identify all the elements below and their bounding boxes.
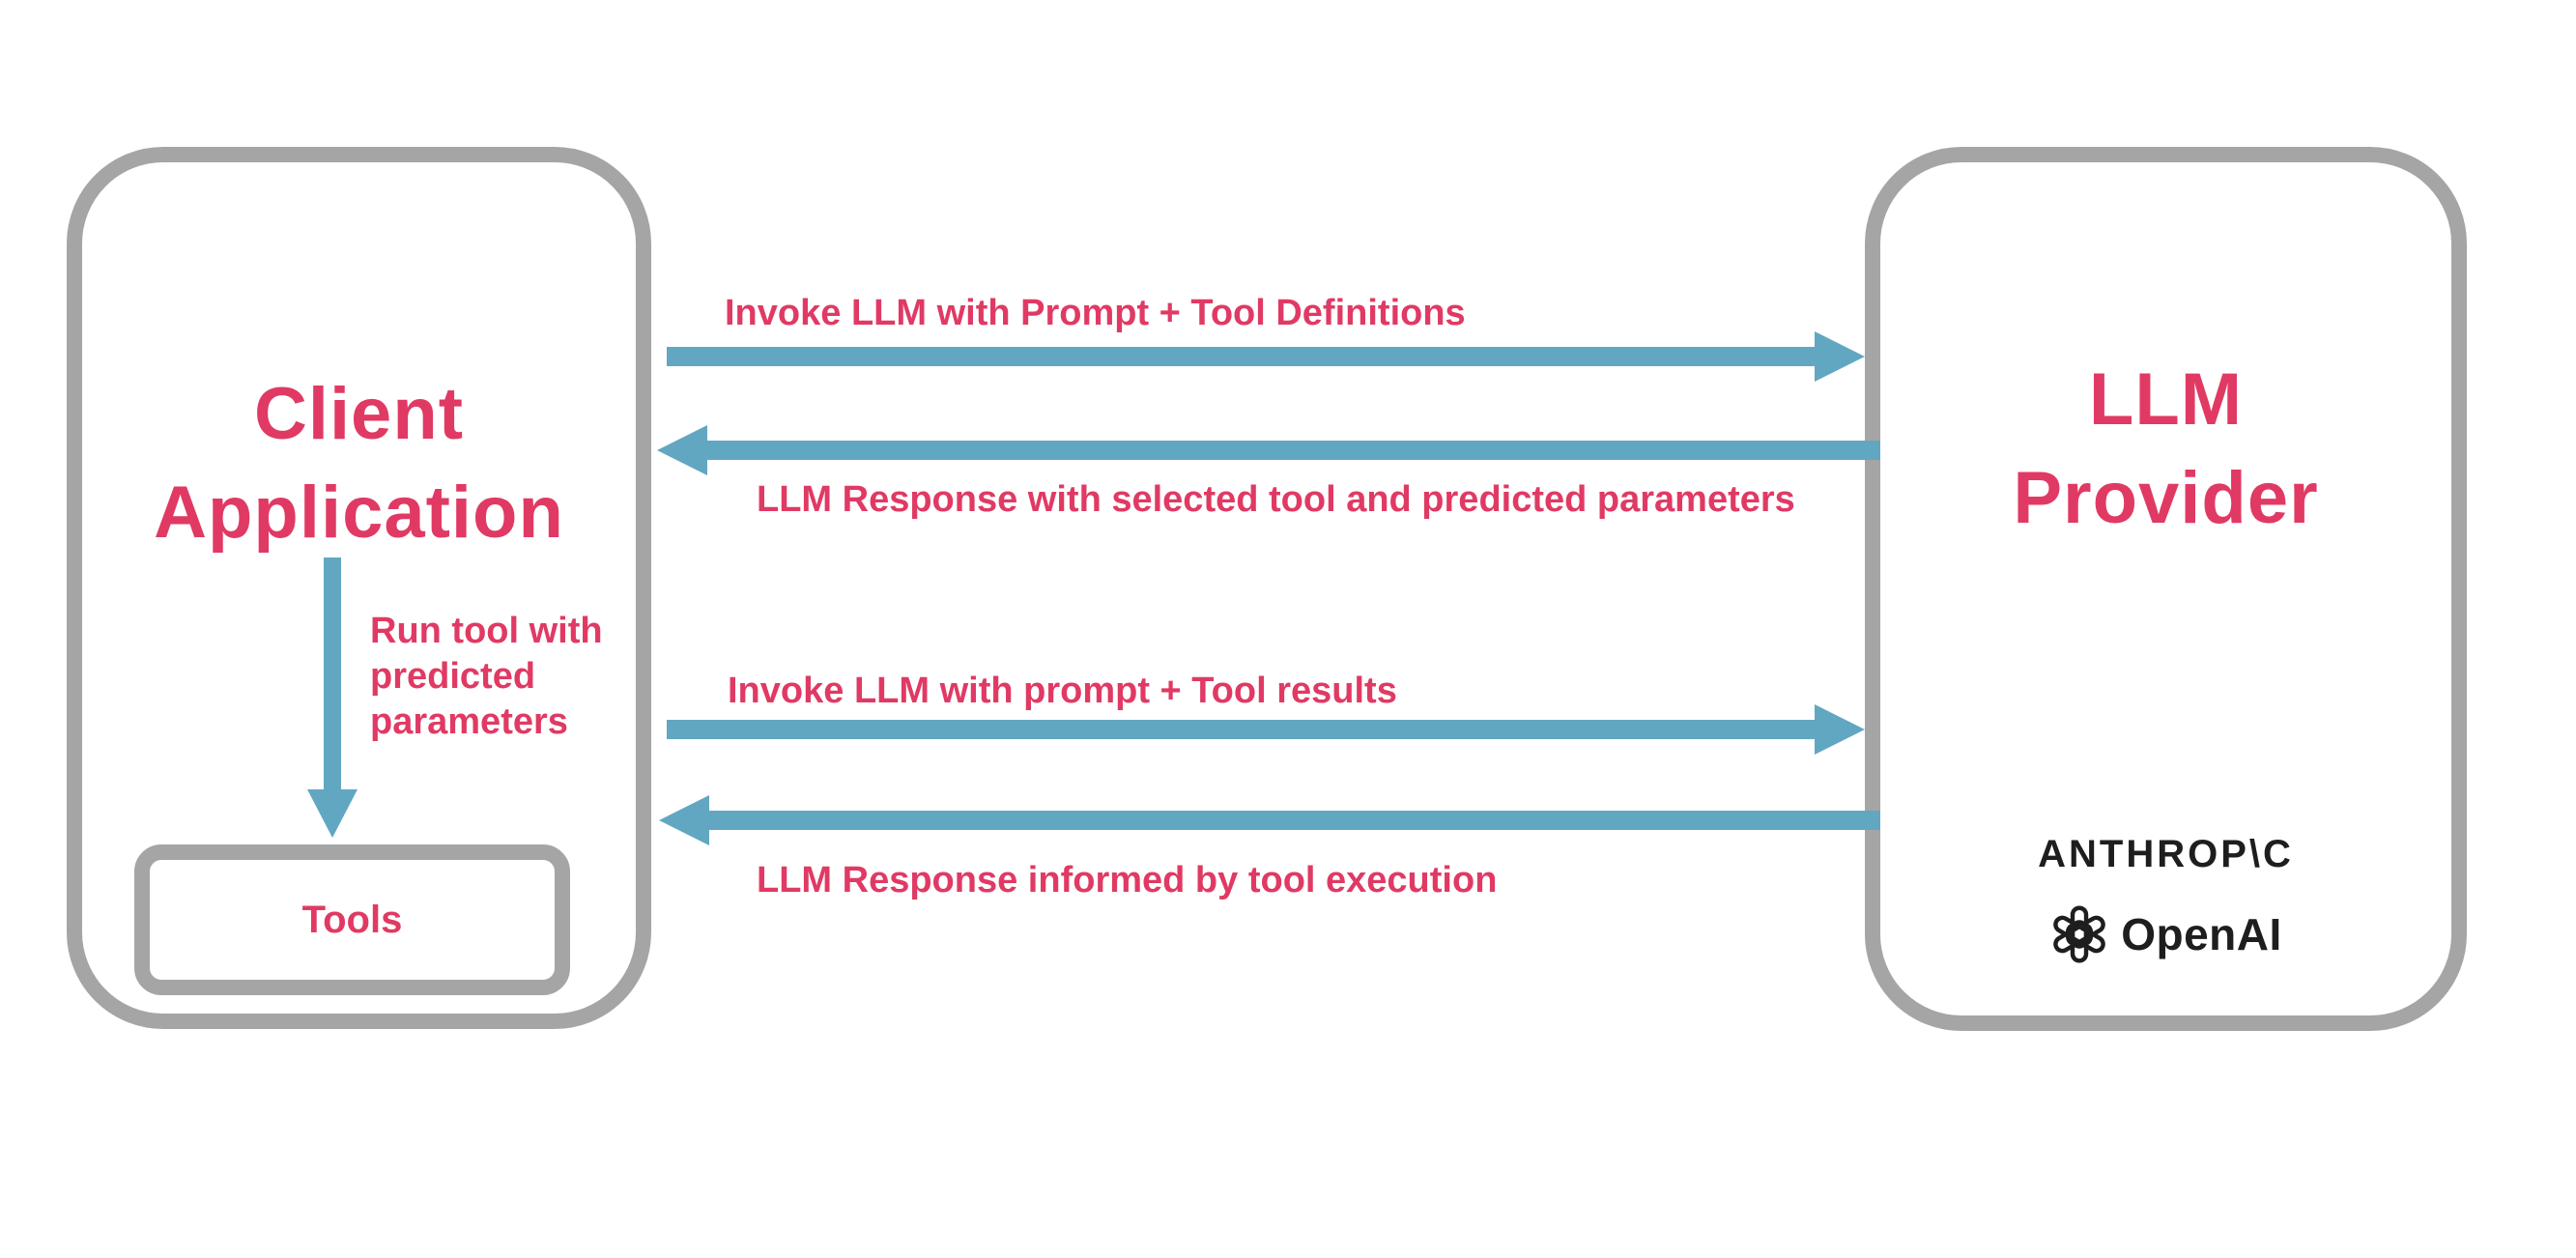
internal-arrow-shaft (324, 558, 341, 789)
openai-logo: OpenAI (1865, 904, 2467, 964)
arrow1-label: Invoke LLM with Prompt + Tool Definition… (725, 293, 1466, 333)
provider-title-line-2: Provider (2013, 457, 2319, 539)
client-title-line-1: Client (253, 373, 465, 455)
arrow4-head-icon (659, 795, 709, 845)
openai-flower-icon (2053, 905, 2106, 963)
arrow1-head-icon (1815, 331, 1865, 382)
arrow4-label: LLM Response informed by tool execution (757, 860, 1498, 901)
llm-provider-box (1865, 147, 2467, 1031)
arrow3-label: Invoke LLM with prompt + Tool results (728, 671, 1397, 711)
anthropic-logo: ANTHROP\C (2038, 833, 2294, 875)
arrow3-head-icon (1815, 704, 1865, 755)
tools-label: Tools (301, 898, 403, 941)
arrow2-head-icon (657, 425, 707, 475)
client-title-line-2: Application (154, 472, 564, 554)
run-tool-label: Run tool with predicted parameters (370, 611, 603, 742)
provider-title-line-1: LLM (2088, 358, 2244, 441)
llm-provider-title: LLM Provider (1865, 351, 2467, 548)
arrow4-shaft (709, 811, 1880, 830)
arrow2-label: LLM Response with selected tool and pred… (757, 479, 1795, 520)
arrow3-shaft (667, 720, 1815, 739)
tools-box: Tools (134, 844, 570, 995)
client-application-title: Client Application (67, 365, 651, 562)
arrow1-shaft (667, 347, 1815, 366)
internal-arrow-head-icon (307, 789, 358, 838)
arrow2-shaft (707, 441, 1880, 460)
openai-wordmark: OpenAI (2121, 909, 2282, 959)
